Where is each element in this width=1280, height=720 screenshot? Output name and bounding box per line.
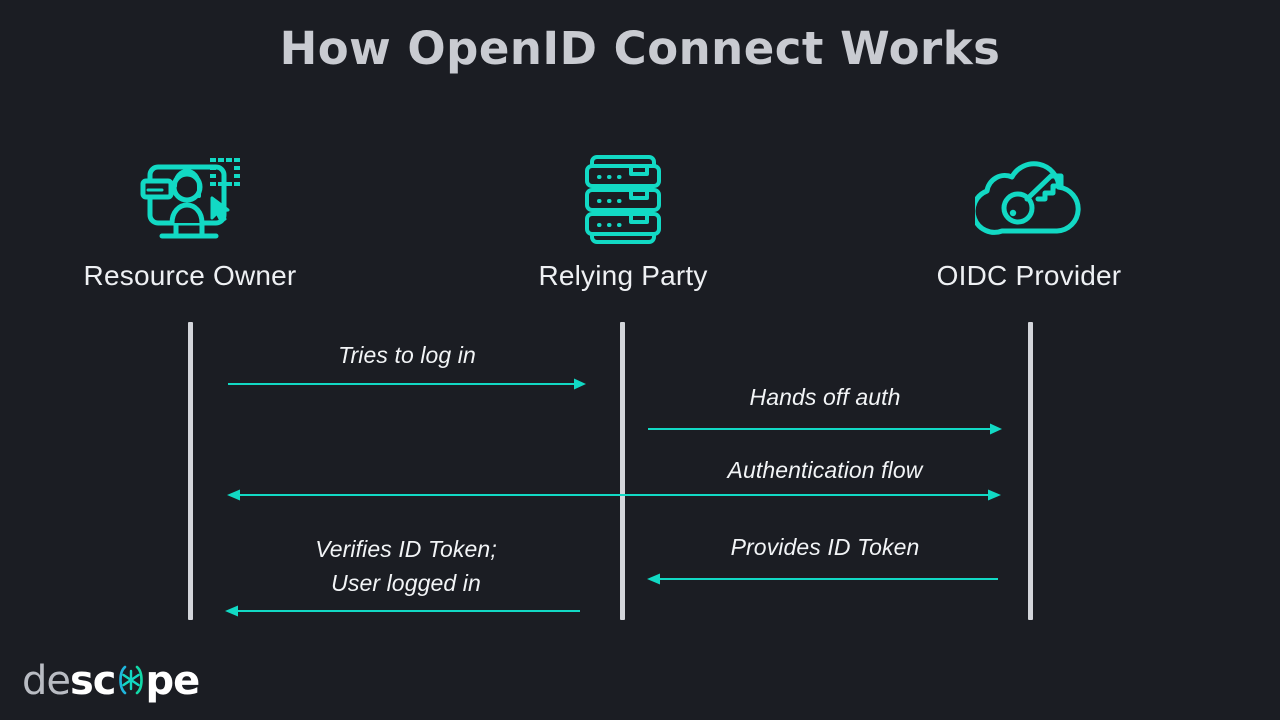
actor-label: Resource Owner bbox=[83, 260, 297, 291]
arrow-left bbox=[647, 573, 998, 585]
actor-oidc-provider: OIDC Provider bbox=[879, 150, 1179, 292]
message-label: Tries to log in bbox=[338, 342, 476, 368]
logo-text-pe: pe bbox=[145, 658, 201, 704]
actor-label: OIDC Provider bbox=[936, 260, 1122, 291]
logo-text-de: de bbox=[22, 658, 71, 704]
message-label: Provides ID Token bbox=[730, 534, 920, 560]
cloud-key-icon bbox=[879, 150, 1179, 246]
arrow-right bbox=[648, 423, 1002, 435]
page-title: How OpenID Connect Works bbox=[279, 22, 1001, 75]
asterisk-in-brackets-icon bbox=[116, 661, 146, 695]
arrow-right bbox=[228, 378, 586, 390]
arrow-left bbox=[225, 605, 580, 617]
server-stack-icon bbox=[473, 150, 773, 246]
logo-text-sc: sc bbox=[70, 658, 117, 704]
arrow-bidirectional bbox=[227, 489, 1001, 501]
message-label: Hands off auth bbox=[749, 384, 901, 410]
message-label: Authentication flow bbox=[727, 457, 923, 483]
lifeline-resource-owner bbox=[188, 322, 193, 620]
lifeline-oidc-provider bbox=[1028, 322, 1033, 620]
user-on-monitor-icon bbox=[40, 150, 340, 246]
actor-relying-party: Relying Party bbox=[473, 150, 773, 292]
actor-resource-owner: Resource Owner bbox=[40, 150, 340, 292]
actor-label: Relying Party bbox=[538, 260, 708, 291]
lifeline-relying-party bbox=[620, 322, 625, 620]
descope-logo: de sc pe bbox=[22, 658, 201, 704]
message-label-line-2: User logged in bbox=[331, 570, 481, 596]
message-label-line-1: Verifies ID Token; bbox=[315, 536, 497, 562]
